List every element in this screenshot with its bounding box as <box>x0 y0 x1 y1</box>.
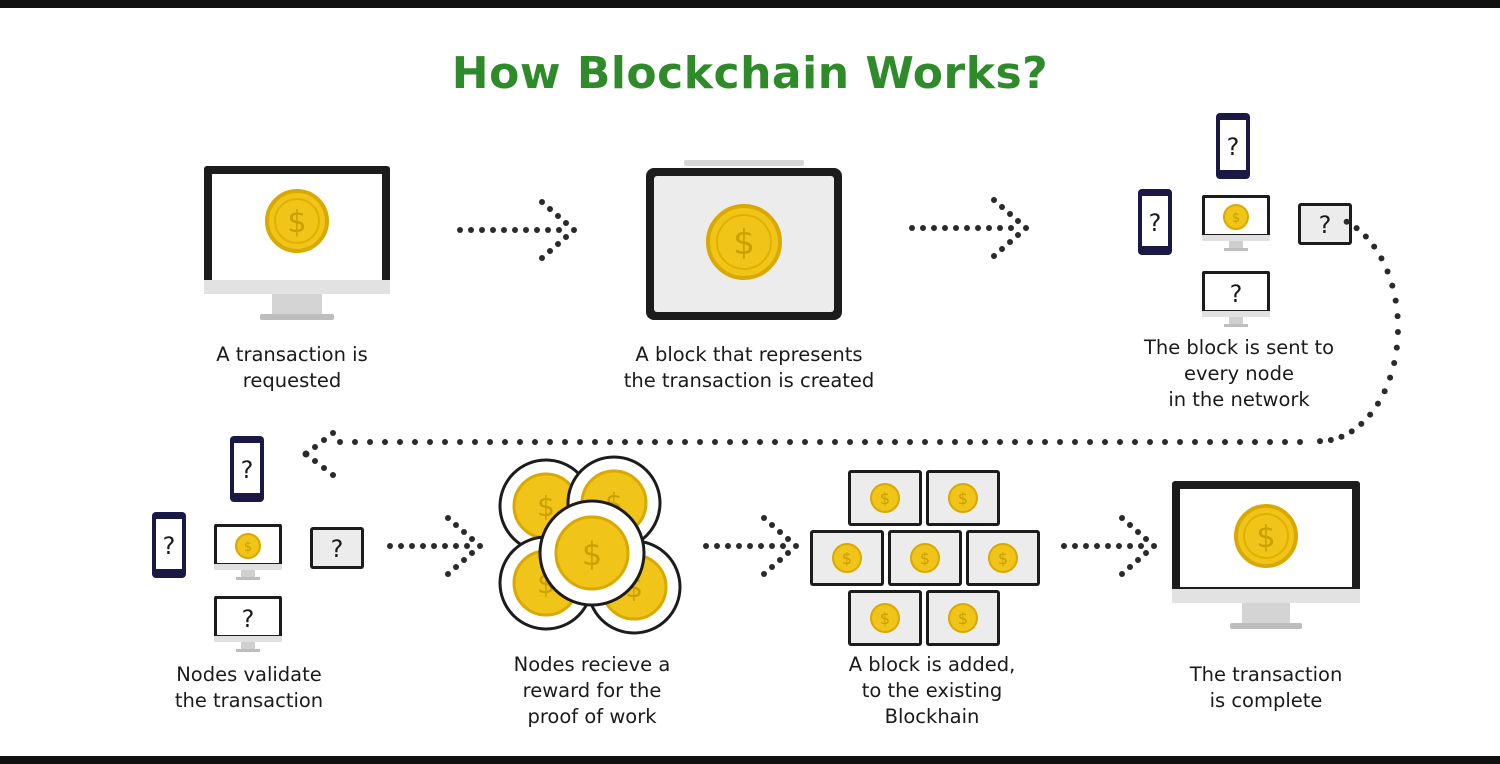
monitor-icon: $ <box>1202 195 1270 251</box>
tablet-icon: ? <box>1298 203 1352 245</box>
question-mark: ? <box>1227 133 1240 161</box>
question-mark: ? <box>1149 209 1162 237</box>
step-label-complete: The transaction is complete <box>1189 663 1343 712</box>
question-mark: ? <box>241 456 254 484</box>
dollar-sign: $ <box>1232 211 1240 226</box>
question-mark: ? <box>1230 280 1243 308</box>
step-label-request: A transaction is requested <box>216 343 368 392</box>
phone-icon: ? <box>230 436 264 502</box>
dollar-sign: $ <box>998 549 1008 568</box>
monitor-icon: ? <box>1202 271 1270 327</box>
network-cluster-bottom: ? ? $ ? <box>152 436 364 652</box>
page-title: How Blockchain Works? <box>451 48 1049 99</box>
dollar-sign: $ <box>880 609 890 628</box>
dollar-sign: $ <box>958 609 968 628</box>
coin-icon: $ <box>265 189 329 253</box>
step-label-validate: Nodes validate the transaction <box>174 663 324 712</box>
blockchain-grid-icon: $ $ $ $ $ $ $ <box>810 470 1040 646</box>
dollar-sign: $ <box>920 549 930 568</box>
dotted-return-path <box>302 218 1401 478</box>
block-icon: $ <box>966 530 1040 586</box>
step-label-reward: Nodes recieve a reward for the proof of … <box>513 653 671 728</box>
monitor-icon: $ <box>204 166 390 320</box>
phone-icon: ? <box>1216 113 1250 179</box>
question-mark: ? <box>1319 211 1332 239</box>
block-icon: $ <box>926 590 1000 646</box>
coin-icon: $ <box>1234 504 1298 568</box>
diagram-canvas: How Blockchain Works? $ <box>0 8 1500 756</box>
flow-diagram: $ $ ? <box>152 113 1401 652</box>
block-icon: $ <box>926 470 1000 526</box>
question-mark: ? <box>331 535 344 563</box>
block-icon: $ <box>848 470 922 526</box>
dollar-sign: $ <box>244 540 252 555</box>
dollar-sign: $ <box>958 489 968 508</box>
block-icon: $ <box>888 530 962 586</box>
monitor-icon: $ <box>214 524 282 580</box>
step-label-create-block: A block that represents the transaction … <box>623 343 875 392</box>
tablet-block-icon: $ <box>646 160 842 320</box>
dotted-arrow-2 <box>909 197 1029 259</box>
dollar-sign: $ <box>287 205 306 240</box>
dotted-arrow-5 <box>1061 515 1157 577</box>
dotted-arrow-1 <box>457 199 577 261</box>
monitor-icon: $ <box>1172 481 1360 629</box>
svg-text:$: $ <box>537 490 555 523</box>
dotted-arrow-4 <box>703 515 799 577</box>
coin-icon: $ <box>538 499 646 607</box>
coin-icon: $ <box>706 204 782 280</box>
step-label-add-block: A block is added, to the existing Blockh… <box>848 653 1016 728</box>
step-label-broadcast: The block is sent to every node in the n… <box>1143 336 1335 411</box>
tablet-icon: ? <box>310 527 364 569</box>
dollar-sign: $ <box>880 489 890 508</box>
coin-stack-icon: $ $ $ $ $ <box>498 455 682 635</box>
coin-icon: $ <box>1223 204 1249 230</box>
phone-icon: ? <box>152 512 186 578</box>
dollar-sign: $ <box>582 535 602 573</box>
question-mark: ? <box>242 605 255 633</box>
coin-icon: $ <box>235 533 261 559</box>
dollar-sign: $ <box>733 223 755 263</box>
block-icon: $ <box>810 530 884 586</box>
dollar-sign: $ <box>842 549 852 568</box>
block-icon: $ <box>848 590 922 646</box>
dollar-sign: $ <box>1256 520 1275 555</box>
question-mark: ? <box>163 532 176 560</box>
dotted-arrow-3 <box>387 515 483 577</box>
network-cluster-top: ? ? $ ? <box>1138 113 1352 327</box>
phone-icon: ? <box>1138 189 1172 255</box>
monitor-icon: ? <box>214 596 282 652</box>
